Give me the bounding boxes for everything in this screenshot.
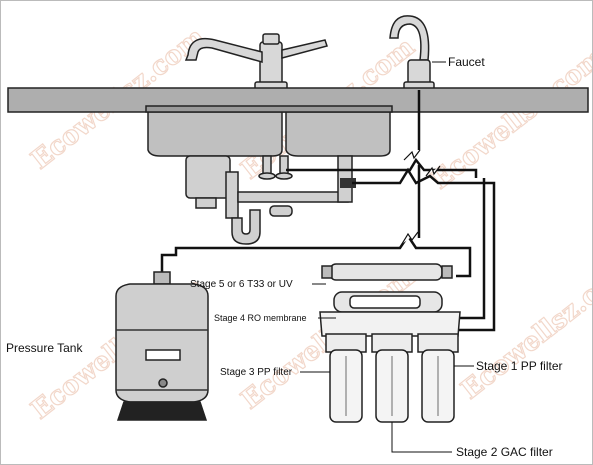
pressure-tank-label: Pressure Tank	[6, 341, 83, 355]
stage2-housing	[371, 333, 413, 423]
sink	[145, 105, 393, 157]
tube-break-marks	[401, 149, 441, 245]
stage3-housing	[325, 333, 367, 423]
kitchen-faucet	[184, 33, 328, 91]
stage5-filter	[329, 263, 443, 281]
stage3-label: Stage 3 PP filter	[220, 367, 293, 378]
faucet-label: Faucet	[448, 55, 485, 69]
stage2-leader	[391, 422, 452, 453]
drain-saddle	[340, 178, 356, 188]
stage4-label: Stage 4 RO membrane	[214, 313, 307, 323]
stage2-label: Stage 2 GAC filter	[456, 445, 553, 459]
stage1-label: Stage 1 PP filter	[476, 359, 563, 373]
stage1-housing	[417, 333, 459, 423]
ro-faucet	[389, 15, 435, 91]
ro-filter-unit	[319, 263, 461, 423]
pressure-tank	[115, 271, 209, 421]
stage5-label: Stage 5 or 6 T33 or UV	[190, 279, 293, 290]
